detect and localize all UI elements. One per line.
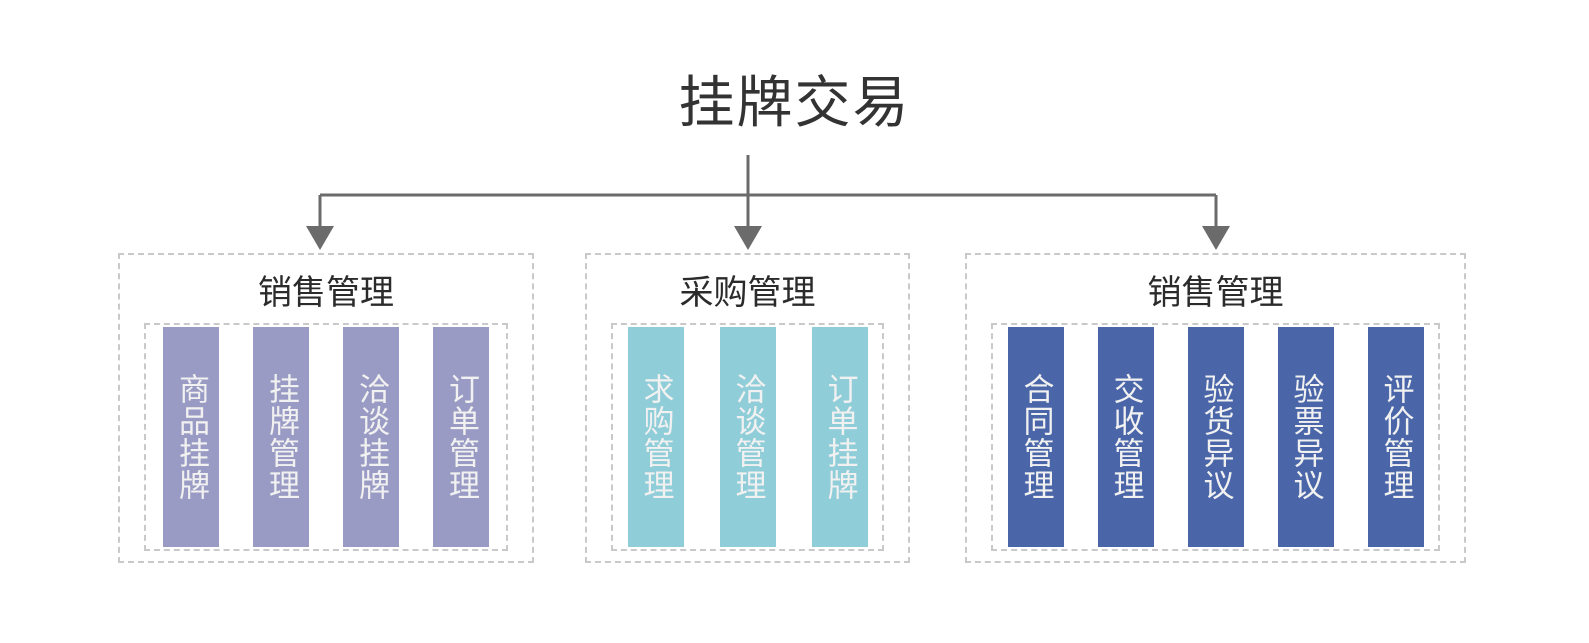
- item-box[interactable]: 洽谈挂牌: [343, 327, 399, 547]
- item-label: 订单管理: [444, 373, 479, 501]
- item-box[interactable]: 验货异议: [1187, 327, 1244, 547]
- item-box[interactable]: 挂牌管理: [253, 327, 309, 547]
- item-box[interactable]: 验票异议: [1277, 327, 1334, 547]
- group-items-container: 求购管理 洽谈管理 订单挂牌: [611, 323, 884, 551]
- item-box[interactable]: 订单管理: [433, 327, 489, 547]
- item-label: 合同管理: [1018, 373, 1054, 501]
- item-label: 挂牌管理: [264, 373, 299, 501]
- item-box[interactable]: 评价管理: [1367, 327, 1424, 547]
- page-title: 挂牌交易: [678, 71, 911, 134]
- item-box[interactable]: 商品挂牌: [163, 327, 219, 547]
- item-label: 交收管理: [1108, 373, 1144, 501]
- item-label: 洽谈管理: [730, 373, 766, 501]
- item-box[interactable]: 求购管理: [627, 327, 684, 547]
- group-items-container: 商品挂牌 挂牌管理 洽谈挂牌 订单管理: [144, 323, 508, 551]
- group-title: 销售管理: [1147, 274, 1284, 312]
- items-row: 求购管理 洽谈管理 订单挂牌: [627, 325, 868, 549]
- item-label: 商品挂牌: [174, 373, 209, 501]
- items-row: 合同管理 交收管理 验货异议 验票异议 评价管理: [1007, 325, 1424, 549]
- arrowhead-left: [306, 226, 334, 250]
- group-title: 销售管理: [258, 274, 394, 312]
- arrowhead-right: [1202, 226, 1230, 250]
- group-items-container: 合同管理 交收管理 验货异议 验票异议 评价管理: [991, 323, 1440, 551]
- item-label: 洽谈挂牌: [354, 373, 389, 501]
- arrowhead-center: [734, 226, 762, 250]
- group-title: 采购管理: [679, 274, 816, 312]
- group-sales-management-2[interactable]: 销售管理 合同管理 交收管理 验货异议 验票异议 评价管理: [965, 253, 1466, 563]
- item-label: 评价管理: [1378, 373, 1414, 501]
- group-procurement-management[interactable]: 采购管理 求购管理 洽谈管理 订单挂牌: [585, 253, 910, 563]
- item-label: 验货异议: [1198, 373, 1234, 501]
- item-box[interactable]: 交收管理: [1097, 327, 1154, 547]
- item-label: 求购管理: [638, 373, 674, 501]
- item-box[interactable]: 洽谈管理: [719, 327, 776, 547]
- item-box[interactable]: 合同管理: [1007, 327, 1064, 547]
- item-label: 订单挂牌: [822, 373, 858, 501]
- item-label: 验票异议: [1288, 373, 1324, 501]
- item-box[interactable]: 订单挂牌: [811, 327, 868, 547]
- group-sales-management-1[interactable]: 销售管理 商品挂牌 挂牌管理 洽谈挂牌 订单管理: [118, 253, 534, 563]
- items-row: 商品挂牌 挂牌管理 洽谈挂牌 订单管理: [163, 325, 489, 549]
